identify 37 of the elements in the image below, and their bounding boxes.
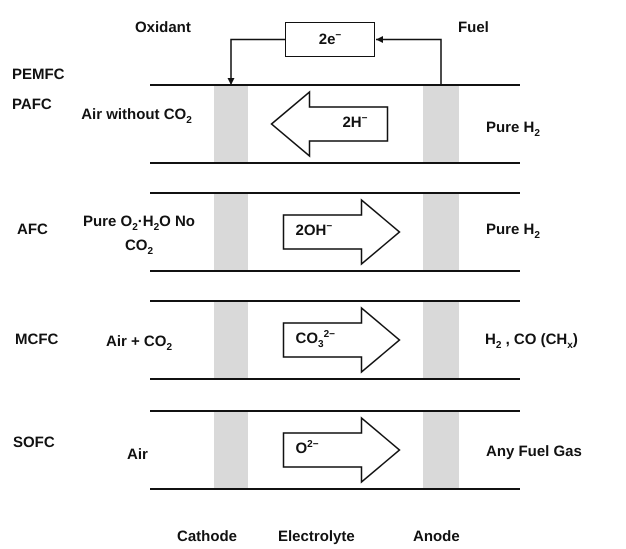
edge-label: 2H$^{−}$ bbox=[342, 112, 368, 133]
cathode-layer bbox=[214, 412, 248, 488]
anode-gas-label: Pure H$_{2}$ bbox=[486, 118, 540, 140]
cathode-gas-label: Pure O$_{2}$·H$_{2}$O No CO$_{2}$ bbox=[82, 212, 196, 258]
layer-label: Electrolyte bbox=[278, 527, 355, 547]
ion-block-arrow bbox=[282, 198, 401, 266]
layer-label: Cathode bbox=[177, 527, 237, 547]
cathode-gas-label: Air + CO$_{2}$ bbox=[106, 332, 172, 354]
anode-layer bbox=[423, 302, 459, 378]
cathode-gas-label: Air bbox=[127, 445, 148, 465]
electron-label: 2e$^{−}$ bbox=[318, 31, 342, 48]
anode-gas-label: H$_{2}$ , CO (CH$_{x}$) bbox=[485, 330, 578, 352]
edge-label: 2OH$^{−}$ bbox=[296, 220, 332, 241]
cell-type-label: PEMFC bbox=[12, 65, 64, 85]
cell-type-label: SOFC bbox=[13, 433, 55, 453]
anode-layer bbox=[423, 412, 459, 488]
cell-type-label: AFC bbox=[17, 220, 48, 240]
gas-label: Oxidant bbox=[135, 18, 191, 38]
cell-type-label: MCFC bbox=[15, 330, 58, 350]
anode-gas-label: Pure H$_{2}$ bbox=[486, 220, 540, 242]
anode-layer bbox=[423, 86, 459, 162]
gas-label: Fuel bbox=[458, 18, 489, 38]
circuit-wire-arrow bbox=[376, 36, 442, 85]
ion-block-arrow bbox=[282, 416, 401, 484]
cathode-gas-label: Air without CO$_{2}$ bbox=[80, 105, 193, 127]
circuit-wire-arrow bbox=[228, 38, 285, 85]
cathode-layer bbox=[214, 302, 248, 378]
cathode-layer bbox=[214, 194, 248, 270]
layer-label: Anode bbox=[413, 527, 460, 547]
anode-gas-label: Any Fuel Gas bbox=[486, 442, 582, 462]
ion-block-arrow bbox=[282, 306, 401, 374]
cell-type-label: PAFC bbox=[12, 95, 52, 115]
edge-label: O$^{2−}$ bbox=[296, 438, 319, 459]
anode-layer bbox=[423, 194, 459, 270]
electron-box bbox=[285, 22, 375, 57]
cathode-layer bbox=[214, 86, 248, 162]
ion-block-arrow bbox=[270, 90, 388, 158]
